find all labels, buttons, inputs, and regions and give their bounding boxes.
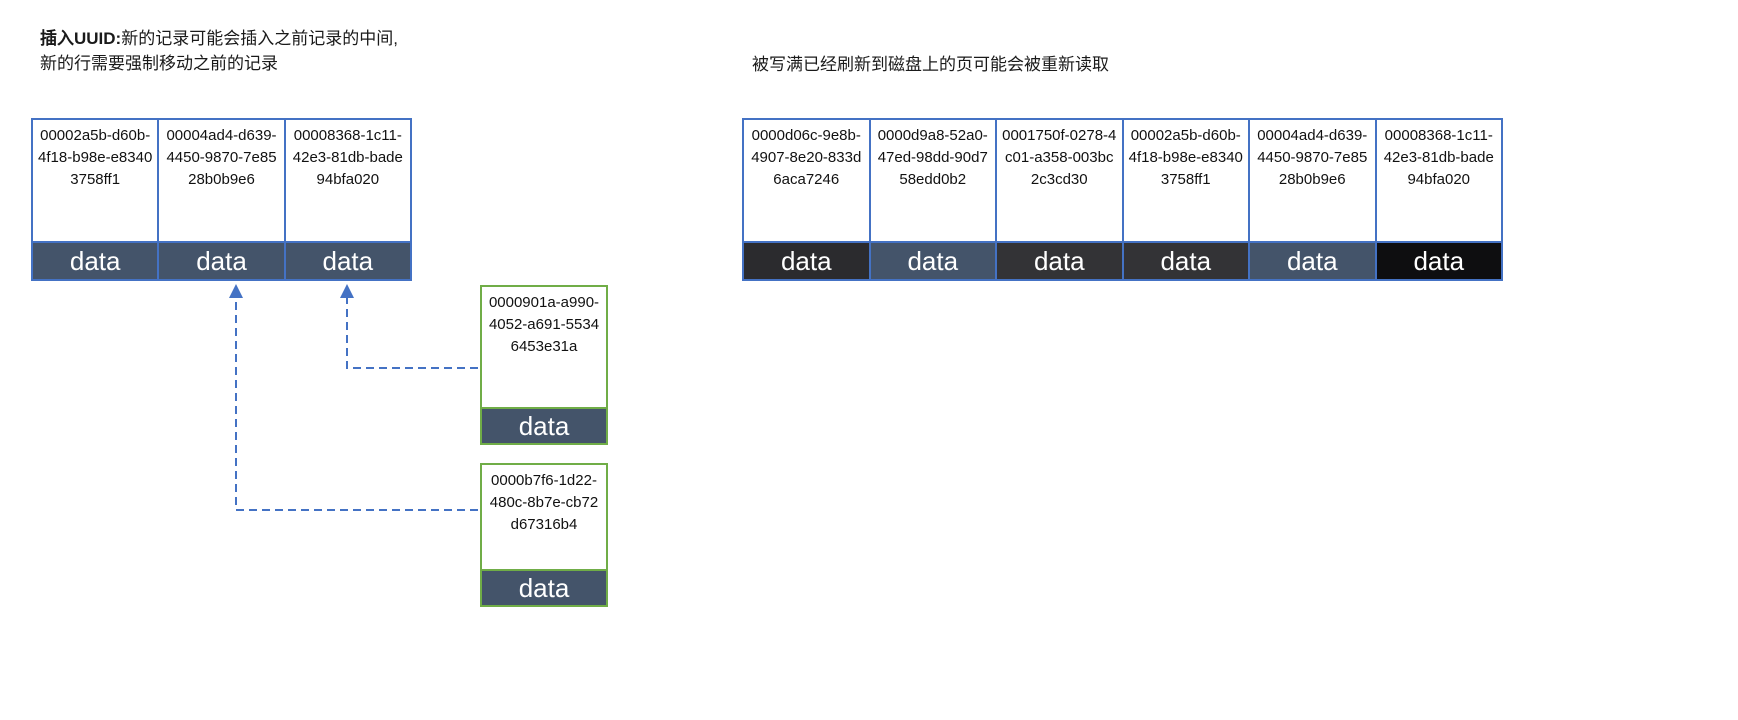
uuid-text: 0001750f-0278-4c01-a358-003bc2c3cd30 — [1002, 127, 1117, 188]
uuid-text: 00002a5b-d60b-4f18-b98e-e83403758ff1 — [38, 127, 153, 188]
page-table-right: 0000d06c-9e8b-4907-8e20-833d6aca7246 dat… — [742, 118, 1503, 281]
left-caption-bold: 插入UUID: — [40, 29, 122, 48]
uuid-text: 0000901a-a990-4052-a691-55346453e31a — [488, 294, 600, 355]
insert-arrow-head — [340, 284, 354, 298]
data-band: data — [482, 407, 606, 443]
data-band: data — [997, 241, 1122, 279]
uuid-text: 00004ad4-d639-4450-9870-7e8528b0b9e6 — [166, 127, 277, 188]
data-band: data — [1250, 241, 1375, 279]
data-band: data — [33, 241, 158, 279]
uuid-text: 0000d06c-9e8b-4907-8e20-833d6aca7246 — [751, 127, 862, 188]
insert-arrow-line — [235, 297, 478, 511]
data-band: data — [159, 241, 284, 279]
insert-record-box: 0000901a-a990-4052-a691-55346453e31a dat… — [480, 285, 608, 445]
page-cell: 0000d06c-9e8b-4907-8e20-833d6aca7246 dat… — [742, 118, 871, 281]
page-cell: 00008368-1c11-42e3-81db-bade94bfa020 dat… — [283, 118, 412, 281]
insert-arrow-line — [346, 297, 478, 369]
uuid-text: 0000d9a8-52a0-47ed-98dd-90d758edd0b2 — [877, 127, 988, 188]
data-band: data — [285, 241, 410, 279]
left-caption-rest: 新的记录可能会插入之前记录的中间, — [121, 29, 398, 48]
data-band: data — [482, 569, 606, 605]
page-cell: 00004ad4-d639-4450-9870-7e8528b0b9e6 dat… — [157, 118, 286, 281]
uuid-text: 00008368-1c11-42e3-81db-bade94bfa020 — [292, 127, 403, 188]
insert-record-box: 0000b7f6-1d22-480c-8b7e-cb72d67316b4 dat… — [480, 463, 608, 607]
left-caption-line1: 插入UUID:新的记录可能会插入之前记录的中间, — [40, 26, 398, 51]
page-cell: 0000d9a8-52a0-47ed-98dd-90d758edd0b2 dat… — [868, 118, 997, 281]
data-band: data — [744, 241, 869, 279]
uuid-text: 0000b7f6-1d22-480c-8b7e-cb72d67316b4 — [489, 472, 599, 533]
uuid-text: 00008368-1c11-42e3-81db-bade94bfa020 — [1383, 127, 1494, 188]
left-caption: 插入UUID:新的记录可能会插入之前记录的中间, 新的行需要强制移动之前的记录 — [40, 26, 398, 76]
page-cell: 00002a5b-d60b-4f18-b98e-e83403758ff1 dat… — [31, 118, 160, 281]
data-band: data — [1376, 241, 1501, 279]
page-cell: 00004ad4-d639-4450-9870-7e8528b0b9e6 dat… — [1248, 118, 1377, 281]
page-cell: 00008368-1c11-42e3-81db-bade94bfa020 dat… — [1374, 118, 1503, 281]
data-band: data — [1123, 241, 1248, 279]
insert-arrow-head — [229, 284, 243, 298]
uuid-text: 00004ad4-d639-4450-9870-7e8528b0b9e6 — [1257, 127, 1368, 188]
page-cell: 00002a5b-d60b-4f18-b98e-e83403758ff1 dat… — [1121, 118, 1250, 281]
left-caption-line2: 新的行需要强制移动之前的记录 — [40, 54, 278, 73]
page-cell: 0001750f-0278-4c01-a358-003bc2c3cd30 dat… — [995, 118, 1124, 281]
page-table-left: 00002a5b-d60b-4f18-b98e-e83403758ff1 dat… — [31, 118, 412, 281]
uuid-text: 00002a5b-d60b-4f18-b98e-e83403758ff1 — [1128, 127, 1243, 188]
right-caption: 被写满已经刷新到磁盘上的页可能会被重新读取 — [752, 55, 1109, 74]
data-band: data — [870, 241, 995, 279]
